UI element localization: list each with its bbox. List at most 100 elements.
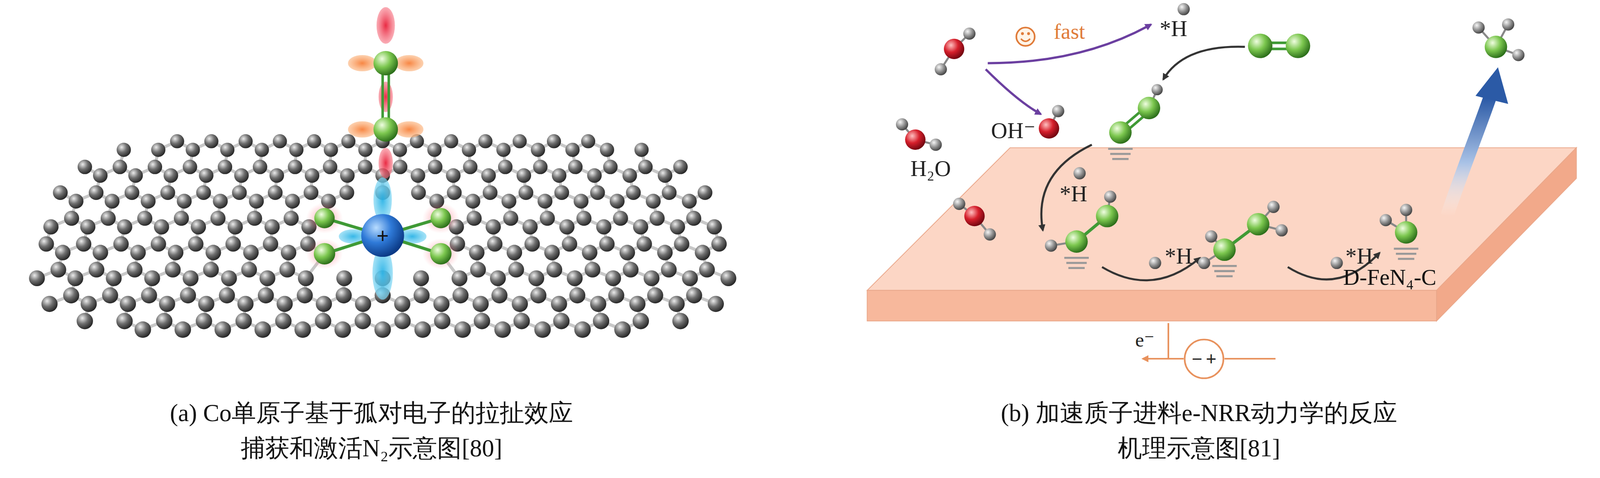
carbon-atoms-circle: [566, 270, 583, 287]
carbon-atoms-circle: [176, 193, 192, 209]
carbon-atoms-circle: [105, 270, 122, 287]
carbon-atoms-circle: [612, 210, 628, 226]
adsorbed-hydrogen: *H: [1164, 244, 1193, 268]
carbon-atoms-circle: [478, 134, 493, 149]
carbon-atoms-circle: [147, 159, 163, 175]
carbon-atoms-circle: [534, 321, 551, 338]
reaction-scheme-line: [1224, 358, 1276, 360]
carbon-atoms-circle: [237, 295, 254, 313]
catalyst-slab: D-FeN₄-C: [862, 142, 1582, 327]
n2-molecule-circle: [373, 51, 398, 76]
carbon-atoms-circle: [468, 244, 485, 261]
reaction-scheme-circle: [1484, 35, 1508, 59]
catalyst-name: D-FeN₄-C: [1343, 265, 1437, 289]
carbon-atoms-circle: [76, 312, 94, 330]
reaction-scheme-line: [1142, 358, 1184, 360]
carbon-atoms-circle: [68, 193, 84, 209]
reaction-scheme-line: [1216, 275, 1233, 278]
reaction-scheme-line: [1212, 265, 1237, 268]
carbon-atoms-circle: [182, 159, 198, 175]
reaction-scheme-circle: [983, 228, 996, 241]
carbon-atoms-circle: [394, 312, 411, 330]
carbon-atoms-circle: [485, 219, 501, 235]
carbon-atoms-circle: [238, 134, 253, 149]
carbon-atoms-circle: [164, 261, 181, 278]
carbon-atoms-circle: [102, 287, 119, 304]
reaction-scheme-circle: [1213, 238, 1237, 262]
carbon-atoms-circle: [553, 312, 570, 330]
carbon-atoms-circle: [303, 185, 319, 201]
carbon-atoms-circle: [248, 193, 264, 209]
carbon-atoms-circle: [254, 321, 272, 338]
carbon-atoms-circle: [720, 270, 737, 287]
carbon-atoms-circle: [210, 210, 226, 226]
reaction-scheme-circle: [1399, 204, 1413, 217]
carbon-atoms-circle: [167, 244, 184, 261]
carbon-atoms-circle: [622, 261, 639, 278]
reaction-scheme-circle: [1148, 256, 1162, 270]
carbon-atoms-circle: [685, 287, 703, 304]
carbon-atoms-circle: [482, 185, 498, 201]
reaction-scheme-circle: [1065, 230, 1088, 253]
reaction-scheme-circle: [1502, 18, 1515, 31]
carbon-atoms-circle: [315, 295, 332, 313]
reaction-scheme-circle: [1096, 205, 1119, 228]
reaction-scheme-path: [1446, 97, 1490, 217]
co-single-atom-site-circle: [429, 243, 452, 265]
carbon-atoms-circle: [247, 210, 262, 226]
reaction-scheme-line: [1112, 158, 1129, 161]
carbon-atoms-circle: [596, 219, 612, 235]
reaction-scheme-line: [1394, 247, 1419, 251]
carbon-atoms-circle: [462, 159, 478, 175]
carbon-atoms-circle: [124, 185, 140, 201]
carbon-atoms-circle: [451, 270, 468, 287]
carbon-atoms-circle: [156, 312, 173, 330]
carbon-atoms-circle: [629, 295, 646, 313]
carbon-atoms-circle: [503, 210, 518, 226]
reaction-scheme-line: [1395, 252, 1417, 256]
carbon-atoms-circle: [75, 236, 92, 252]
carbon-atoms-circle: [340, 168, 355, 183]
reaction-scheme-circle: [1016, 27, 1036, 47]
carbon-atoms-circle: [43, 219, 59, 235]
reaction-scheme: [895, 3, 1525, 360]
carbon-atoms-circle: [203, 261, 220, 278]
n2-molecule-circle: [373, 117, 398, 142]
carbon-atoms-circle: [341, 134, 356, 149]
carbon-atoms-circle: [392, 142, 408, 157]
carbon-atoms-circle: [668, 295, 685, 313]
carbon-atoms-circle: [697, 185, 713, 201]
carbon-atoms-circle: [298, 270, 314, 287]
carbon-atoms-circle: [225, 236, 241, 252]
carbon-atoms-circle: [603, 159, 618, 175]
carbon-atoms-circle: [269, 168, 285, 183]
carbon-atoms-circle: [443, 134, 458, 149]
reaction-scheme-path: [985, 69, 1041, 115]
carbon-atoms-circle: [304, 168, 320, 183]
carbon-atoms-circle: [185, 142, 201, 157]
carbon-atoms-circle: [262, 236, 279, 252]
speed-note: fast: [1053, 20, 1085, 43]
reaction-scheme-path: [1041, 144, 1092, 231]
carbon-atoms-circle: [551, 168, 567, 183]
carbon-atoms-circle: [214, 321, 232, 338]
carbon-atoms-circle: [163, 168, 178, 183]
slab-outline-polygon: [867, 147, 1577, 291]
carbon-atoms-circle: [241, 261, 257, 278]
reaction-scheme-circle: [952, 197, 966, 210]
slab-outline: [862, 142, 1582, 327]
carbon-atoms-circle: [137, 210, 153, 226]
co-single-atom-site-circle: [430, 208, 452, 229]
carbon-atoms-circle: [491, 287, 508, 304]
carbon-atoms-circle: [487, 236, 503, 252]
reaction-scheme-circle: [1137, 97, 1161, 120]
reaction-scheme-circle: [895, 118, 909, 131]
carbon-atoms-circle: [80, 219, 96, 235]
carbon-atoms-circle: [198, 295, 215, 313]
carbon-atoms-circle: [609, 193, 625, 209]
carbon-atoms-circle: [516, 168, 532, 183]
carbon-bonds: [37, 141, 729, 330]
carbon-atoms-circle: [661, 261, 677, 278]
carbon-atoms-circle: [140, 287, 158, 304]
figure-caption: (a) Co单原子基于孤对电子的拉扯效应捕获和激活N₂示意图[80]: [161, 395, 582, 467]
